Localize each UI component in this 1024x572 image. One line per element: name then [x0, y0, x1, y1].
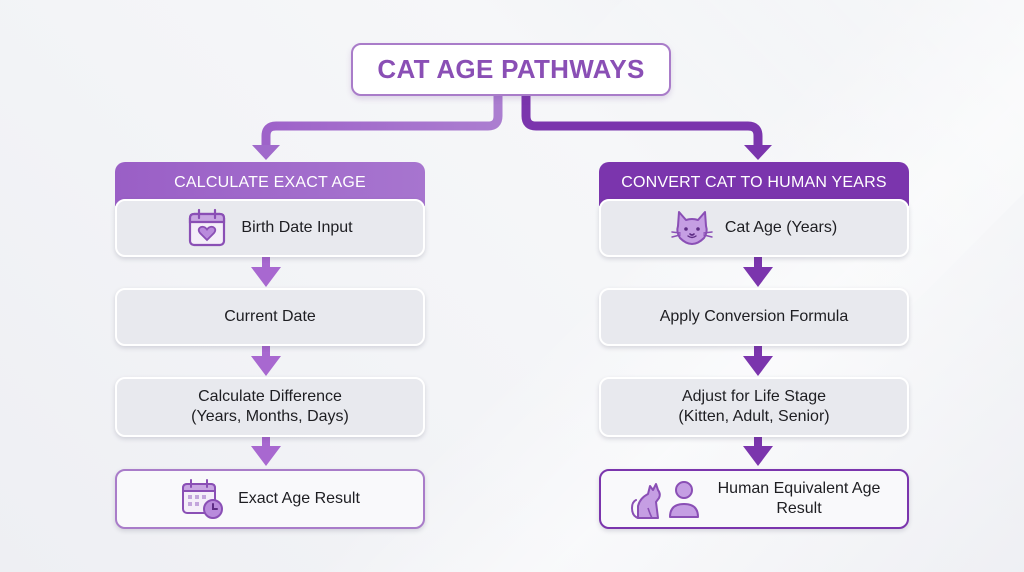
- step-current-date: Current Date: [115, 288, 425, 346]
- step-cat-age-years: Cat Age (Years): [599, 199, 909, 257]
- step-label: Calculate Difference (Years, Months, Day…: [191, 388, 349, 425]
- step-calculate-difference: Calculate Difference (Years, Months, Day…: [115, 377, 425, 437]
- diagram-title-box: CAT AGE PATHWAYS: [351, 43, 671, 96]
- right-path-header: CONVERT CAT TO HUMAN YEARS: [599, 162, 909, 206]
- calendar-heart-icon: [187, 208, 227, 248]
- diagram-title: CAT AGE PATHWAYS: [377, 54, 645, 84]
- step-human-equivalent-result: Human Equivalent Age Result: [599, 469, 909, 529]
- left-path-header: CALCULATE EXACT AGE: [115, 162, 425, 206]
- step-label: Current Date: [224, 308, 316, 325]
- step-exact-age-result: Exact Age Result: [115, 469, 425, 529]
- step-label: Birth Date Input: [241, 219, 353, 236]
- cat-and-person-icon: [628, 478, 702, 520]
- step-label: Apply Conversion Formula: [659, 308, 849, 325]
- step-label: Adjust for Life Stage (Kitten, Adult, Se…: [678, 388, 830, 425]
- right-path-header-label: CONVERT CAT TO HUMAN YEARS: [621, 174, 887, 191]
- step-label: Cat Age (Years): [724, 219, 838, 236]
- cat-face-icon: [671, 208, 713, 248]
- step-birth-date-input: Birth Date Input: [115, 199, 425, 257]
- step-label: Human Equivalent Age Result: [717, 480, 881, 517]
- left-path-header-label: CALCULATE EXACT AGE: [174, 174, 366, 191]
- calendar-clock-icon: [180, 478, 224, 520]
- step-apply-conversion-formula: Apply Conversion Formula: [599, 288, 909, 346]
- step-label: Exact Age Result: [238, 490, 360, 507]
- step-adjust-life-stage: Adjust for Life Stage (Kitten, Adult, Se…: [599, 377, 909, 437]
